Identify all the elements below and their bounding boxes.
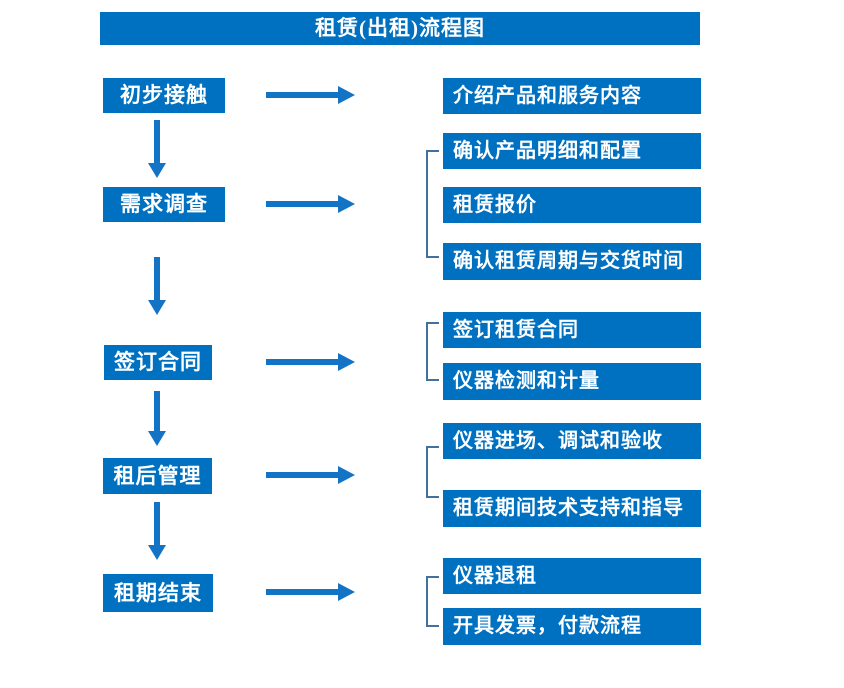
stage-box-sign-contract: 签订合同 bbox=[104, 345, 212, 380]
substep-box-rental-quotation: 租赁报价 bbox=[443, 187, 701, 223]
stage-box-demand-survey: 需求调查 bbox=[103, 187, 225, 222]
substep-box-sign-rental-contract: 签订租赁合同 bbox=[443, 312, 701, 348]
down-arrow-icon-2 bbox=[154, 257, 160, 300]
substep-box-instrument-return: 仪器退租 bbox=[443, 558, 701, 594]
group-bracket-demand-survey bbox=[426, 150, 439, 258]
stage-box-post-rental-management: 租后管理 bbox=[103, 458, 212, 494]
substep-box-technical-support: 租赁期间技术支持和指导 bbox=[443, 490, 701, 527]
group-bracket-post-rental bbox=[426, 446, 439, 498]
down-arrow-icon-1 bbox=[154, 120, 160, 163]
substep-box-instrument-setup-acceptance: 仪器进场、调试和验收 bbox=[443, 423, 701, 459]
right-arrow-icon-stage2 bbox=[266, 201, 338, 207]
right-arrow-icon-stage3 bbox=[266, 359, 338, 365]
substep-box-confirm-product-details: 确认产品明细和配置 bbox=[443, 133, 701, 169]
flowchart-title: 租赁(出租)流程图 bbox=[100, 12, 700, 45]
stage-box-rental-period-end: 租期结束 bbox=[103, 574, 213, 612]
down-arrow-icon-3 bbox=[154, 391, 160, 431]
right-arrow-icon-stage5 bbox=[266, 589, 338, 595]
substep-box-instrument-testing: 仪器检测和计量 bbox=[443, 363, 701, 400]
right-arrow-icon-stage4 bbox=[266, 472, 338, 478]
down-arrow-icon-4 bbox=[154, 502, 160, 545]
right-arrow-icon-stage1 bbox=[266, 92, 338, 98]
substep-box-invoice-payment: 开具发票，付款流程 bbox=[443, 608, 701, 645]
group-bracket-period-end bbox=[426, 576, 439, 627]
substep-box-introduce-products: 介绍产品和服务内容 bbox=[443, 78, 701, 114]
substep-box-confirm-period-delivery: 确认租赁周期与交货时间 bbox=[443, 243, 701, 280]
group-bracket-sign-contract bbox=[426, 322, 439, 381]
stage-box-initial-contact: 初步接触 bbox=[103, 78, 225, 113]
